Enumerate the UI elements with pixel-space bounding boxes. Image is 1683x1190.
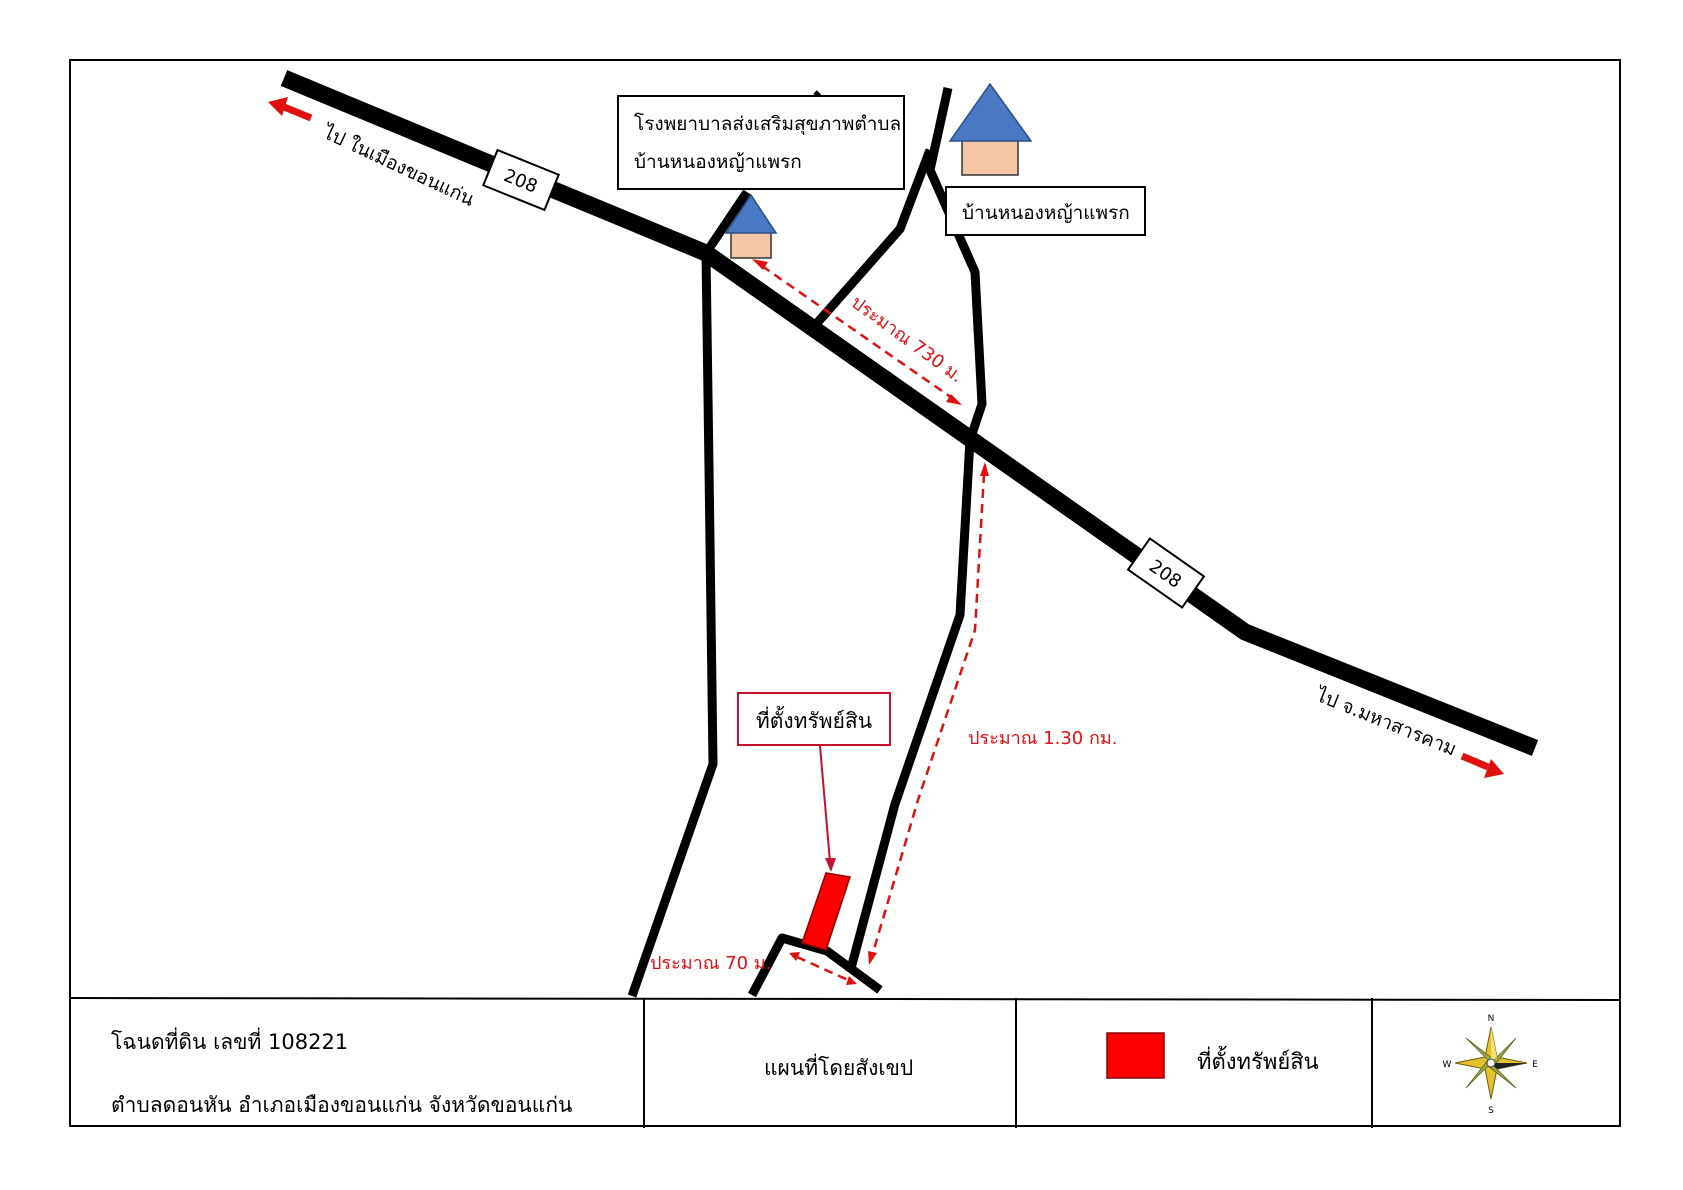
road-ne-branch: [814, 148, 935, 325]
property-label-box: [737, 692, 891, 746]
village-label: บ้านหนองหญ้าแพรก: [962, 202, 1130, 224]
road-sign-208-se: 208: [1126, 537, 1206, 609]
distance-label-70: ประมาณ 70 ม.: [650, 953, 771, 974]
distance-arrow-70: [789, 952, 857, 985]
hospital-label-line1: โรงพยาบาลส่งเสริมสุขภาพตำบล: [634, 112, 901, 136]
compass-e: E: [1532, 1060, 1538, 1070]
road-west: [627, 252, 718, 998]
property-parcel: [801, 872, 851, 951]
footer-divider: [69, 997, 1621, 1001]
distance-arrow-130: [868, 462, 989, 965]
hospital-label-line2: บ้านหนองหญ้าแพรก: [634, 151, 802, 173]
village-house-icon: [948, 82, 1033, 176]
map-title: แผนที่โดยสังเขป: [764, 1056, 914, 1080]
legend-label: ที่ตั้งทรัพย์สิน: [1197, 1050, 1319, 1075]
legend-swatch: [1106, 1032, 1165, 1079]
distance-label-130: ประมาณ 1.30 กม.: [968, 728, 1117, 749]
compass-rose-icon: N S E W: [1443, 1014, 1539, 1116]
hospital-house-icon: [724, 193, 778, 259]
distance-arrow-730: [752, 259, 962, 405]
map-frame: [69, 59, 1621, 1127]
road-sign-208-nw: 208: [481, 148, 561, 212]
property-label: ที่ตั้งทรัพย์สิน: [756, 706, 872, 733]
arrow-west-icon: [268, 97, 313, 122]
compass-n: N: [1488, 1014, 1495, 1024]
road-hospital: [702, 189, 751, 256]
compass-w: W: [1443, 1060, 1452, 1070]
highway-208: [280, 70, 1539, 756]
road-east: [845, 87, 987, 974]
pointer-arrow-icon: [825, 858, 836, 872]
village-label-box: [945, 186, 1146, 236]
hospital-label-box: [617, 95, 905, 190]
arrow-east-icon: [1460, 752, 1504, 778]
deed-number: โฉนดที่ดิน เลขที่ 108221: [111, 1030, 349, 1054]
deed-location: ตำบลดอนหัน อำเภอเมืองขอนแก่น จังหวัดขอนแ…: [111, 1093, 573, 1117]
compass-s: S: [1488, 1106, 1494, 1116]
